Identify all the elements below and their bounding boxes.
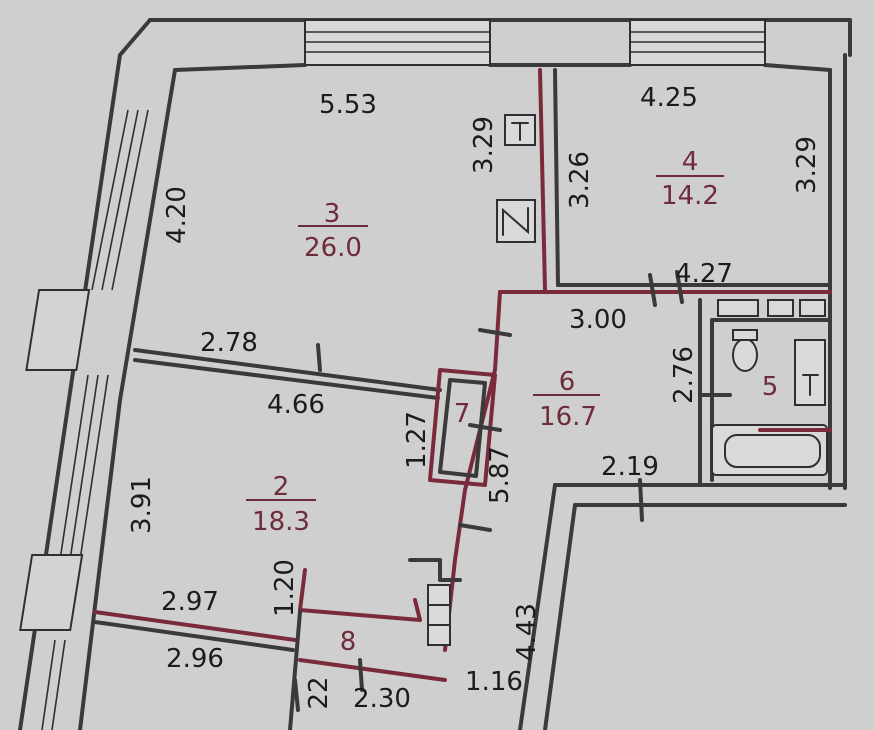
window-top-left bbox=[304, 19, 491, 66]
room-4-number: 4 bbox=[682, 147, 699, 177]
room-3-label: 3 26.0 bbox=[298, 199, 368, 263]
fixtures bbox=[427, 114, 832, 646]
window-top-right bbox=[629, 19, 766, 66]
room-6-area: 16.7 bbox=[539, 402, 597, 432]
dim-2-30: 2.30 bbox=[353, 684, 411, 714]
dim-1-16: 1.16 bbox=[465, 667, 523, 697]
room-2-number: 2 bbox=[273, 472, 290, 502]
ventilation-duct-top bbox=[504, 114, 536, 146]
dim-4-66: 4.66 bbox=[267, 390, 325, 420]
window-left-lower bbox=[59, 374, 109, 561]
room-2-label: 2 18.3 bbox=[246, 472, 316, 537]
dim-3-91: 3.91 bbox=[127, 476, 157, 534]
dim-3-00: 3.00 bbox=[569, 305, 627, 335]
dim-2-76: 2.76 bbox=[669, 346, 699, 404]
room-5-number: 5 bbox=[762, 372, 779, 402]
room-7-number: 7 bbox=[454, 399, 471, 429]
dim-3-29-duct: 3.29 bbox=[469, 116, 499, 174]
dim-5-87: 5.87 bbox=[485, 446, 515, 504]
dim-3-29-right: 3.29 bbox=[792, 136, 822, 194]
room-8-number: 8 bbox=[340, 627, 357, 657]
dim-3-26: 3.26 bbox=[565, 151, 595, 209]
ventilation-duct-middle bbox=[496, 199, 536, 243]
interior-walls bbox=[93, 68, 847, 730]
toilet-icon bbox=[732, 329, 758, 372]
dim-2-78: 2.78 bbox=[200, 328, 258, 358]
cabinet-bath bbox=[717, 299, 826, 317]
dimension-labels: 5.53 4.25 3.29 3.26 3.29 4.20 4.27 3.00 … bbox=[127, 83, 822, 714]
dim-5-53: 5.53 bbox=[319, 90, 377, 120]
room-3-number: 3 bbox=[324, 199, 341, 229]
door-marks bbox=[293, 270, 732, 712]
window-left-bottom bbox=[41, 639, 66, 730]
wall-piers bbox=[19, 289, 91, 631]
dim-22: 22 bbox=[304, 676, 334, 709]
dim-2-96: 2.96 bbox=[166, 644, 224, 674]
room-4-label: 4 14.2 bbox=[656, 147, 724, 211]
window-left-upper bbox=[91, 109, 149, 291]
dim-4-27: 4.27 bbox=[675, 259, 733, 289]
dim-4-43: 4.43 bbox=[512, 603, 542, 661]
dim-1-20: 1.20 bbox=[270, 559, 300, 617]
room-2-area: 18.3 bbox=[252, 507, 310, 537]
dim-2-97: 2.97 bbox=[161, 587, 219, 617]
room-4-area: 14.2 bbox=[661, 181, 719, 211]
room-6-number: 6 bbox=[559, 367, 576, 397]
dim-4-20: 4.20 bbox=[162, 186, 192, 244]
bathtub-icon bbox=[711, 424, 832, 476]
shelf-room-8 bbox=[427, 584, 451, 646]
dim-2-19: 2.19 bbox=[601, 452, 659, 482]
room-3-area: 26.0 bbox=[304, 233, 362, 263]
dim-4-25: 4.25 bbox=[640, 83, 698, 113]
dim-1-27: 1.27 bbox=[402, 411, 432, 469]
room-6-label: 6 16.7 bbox=[533, 367, 600, 432]
shaft-bathroom bbox=[794, 339, 826, 406]
